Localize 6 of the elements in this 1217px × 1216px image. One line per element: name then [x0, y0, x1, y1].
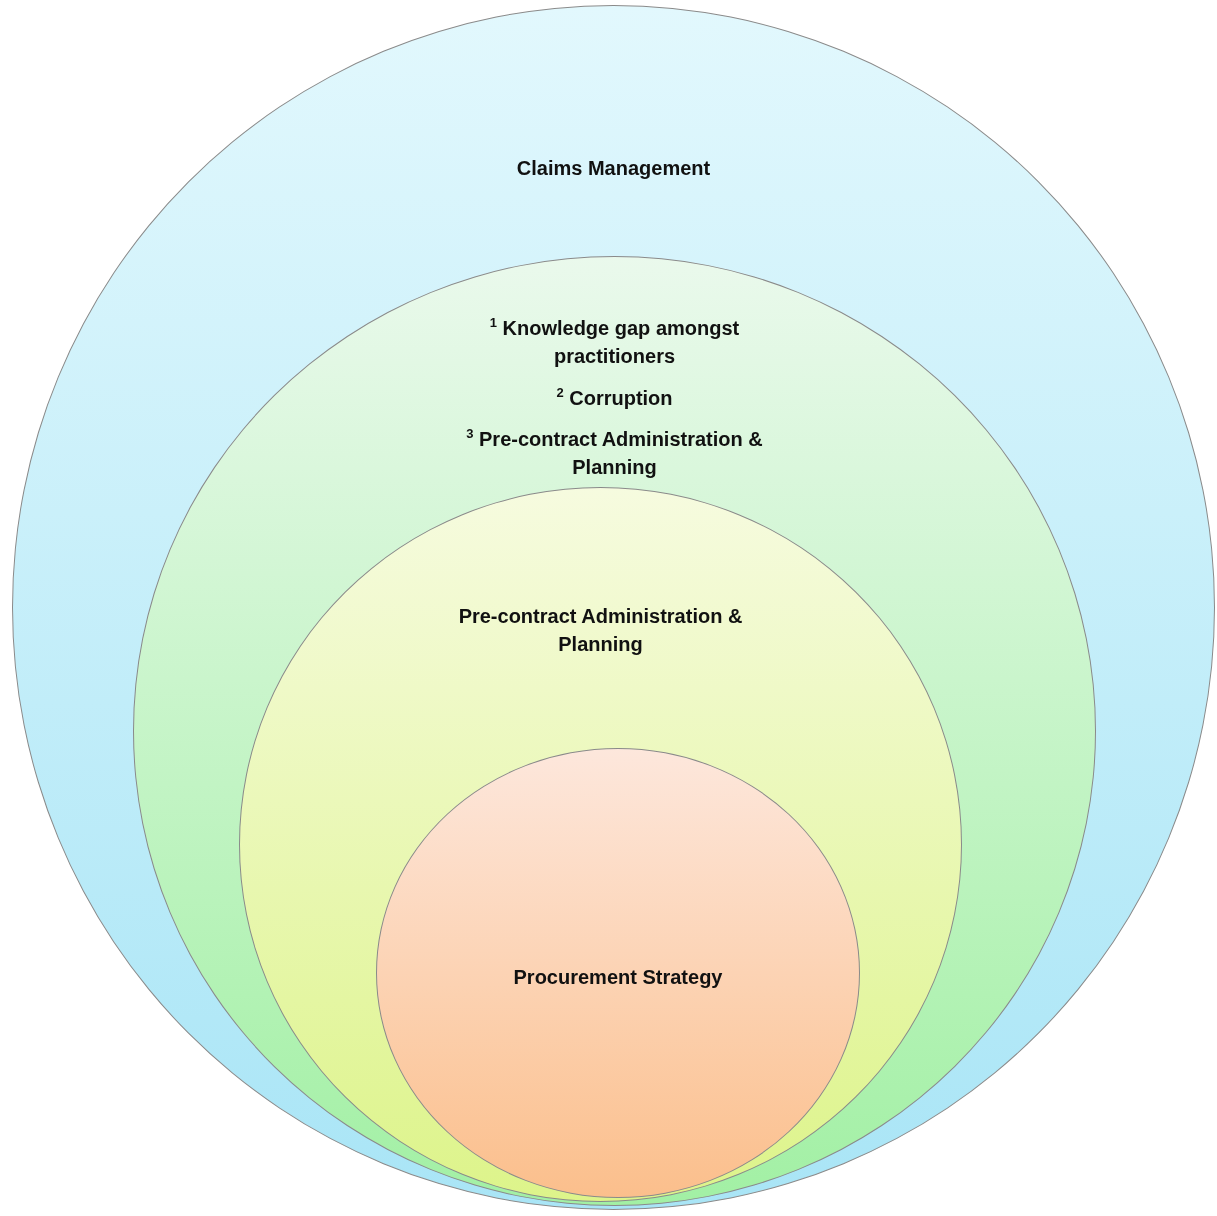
circle-label: Claims Management [516, 156, 711, 181]
circle-label: $^{3}$ Pre-contract Administration & Planning [465, 425, 764, 480]
circle-label: Procurement Strategy [513, 965, 723, 990]
circle-label: $^{2}$ Corruption [555, 384, 674, 411]
circle-label: $^{1}$ Knowledge gap amongst practitioners [488, 314, 741, 369]
circle-label: Pre-contract Administration & Planning [457, 604, 744, 657]
